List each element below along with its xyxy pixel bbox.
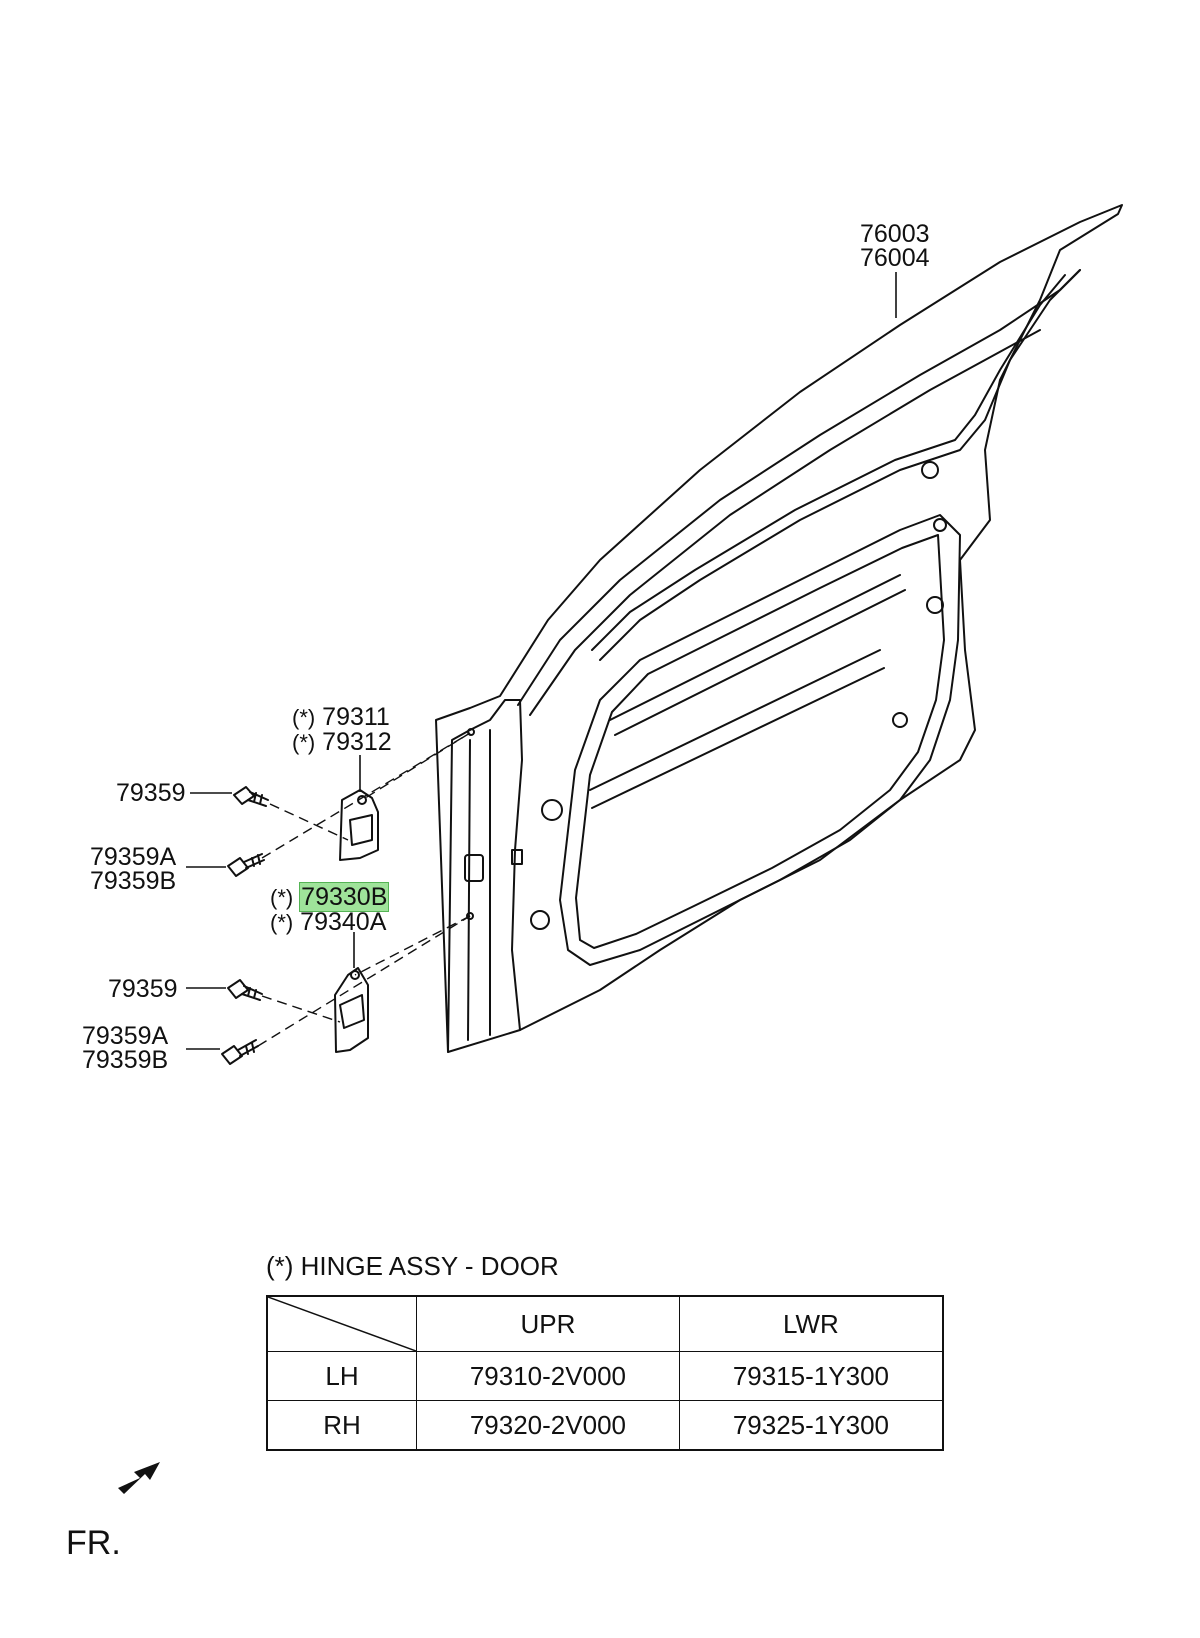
door-outer-outline (435, 204, 1123, 1053)
table-row: LH 79310-2V000 79315-1Y300 (266, 1351, 944, 1401)
lower-bolt-79359 (227, 979, 263, 1001)
callout-door-76004[interactable]: 76004 (860, 244, 930, 272)
upper-hinge-part (339, 789, 379, 861)
table-header-row: UPR LWR (266, 1295, 944, 1352)
column-header-upr: UPR (416, 1295, 680, 1352)
hinge-table-caption: (*) HINGE ASSY - DOOR (266, 1251, 559, 1281)
callout-upper-hinge-79311[interactable]: (*) 79311 (292, 703, 390, 731)
inner-panel-opening (559, 514, 961, 966)
callout-text: 79340A (300, 908, 387, 936)
callout-upper-hinge-79312[interactable]: (*) 79312 (292, 728, 392, 756)
hinge-pillar (447, 699, 523, 1053)
part-cell-lh-upr[interactable]: 79310-2V000 (416, 1351, 680, 1401)
callout-upper-bolt-79359b[interactable]: 79359B (90, 867, 177, 895)
asterisk-marker: (*) (270, 910, 294, 935)
table-corner-cell (266, 1295, 417, 1352)
callout-lower-bolt-79359b[interactable]: 79359B (82, 1046, 169, 1074)
row-label-rh: RH (266, 1400, 417, 1451)
callout-lower-bolt-79359a[interactable]: 79359A (82, 1022, 169, 1050)
upper-bolt-79359 (233, 786, 269, 807)
table-row: RH 79320-2V000 79325-1Y300 (266, 1400, 944, 1451)
part-cell-lh-lwr[interactable]: 79315-1Y300 (678, 1351, 944, 1401)
asterisk-marker: (*) (270, 885, 294, 910)
callout-lower-hinge-79340a[interactable]: (*) 79340A (270, 908, 387, 936)
callout-upper-bolt-79359[interactable]: 79359 (116, 779, 186, 807)
asterisk-marker: (*) (292, 730, 316, 755)
row-label-lh: LH (266, 1351, 417, 1401)
asterisk-marker: (*) (292, 705, 316, 730)
lower-bolt-79359ab (221, 1039, 259, 1065)
diagonal-divider (268, 1297, 416, 1351)
part-cell-rh-upr[interactable]: 79320-2V000 (416, 1400, 680, 1451)
callout-upper-bolt-79359a[interactable]: 79359A (90, 843, 177, 871)
callout-text: 79311 (322, 703, 390, 731)
window-frame (517, 269, 1081, 716)
impact-beam (589, 649, 885, 809)
column-header-lwr: LWR (678, 1295, 944, 1352)
front-arrow-icon (118, 1462, 160, 1494)
callout-lower-bolt-79359[interactable]: 79359 (108, 975, 178, 1003)
callout-door-76003[interactable]: 76003 (860, 220, 930, 248)
hinge-assy-table: UPR LWR LH 79310-2V000 79315-1Y300 RH 79… (266, 1295, 944, 1451)
front-marker-label: FR. (66, 1524, 121, 1562)
lower-hinge-part (334, 967, 369, 1053)
upper-bolt-79359ab (227, 853, 265, 877)
part-cell-rh-lwr[interactable]: 79325-1Y300 (678, 1400, 944, 1451)
callout-lower-hinge-79330b[interactable]: (*) 79330B (270, 882, 390, 912)
callout-text: 79312 (322, 728, 392, 756)
highlighted-part-number: 79330B (299, 882, 390, 912)
